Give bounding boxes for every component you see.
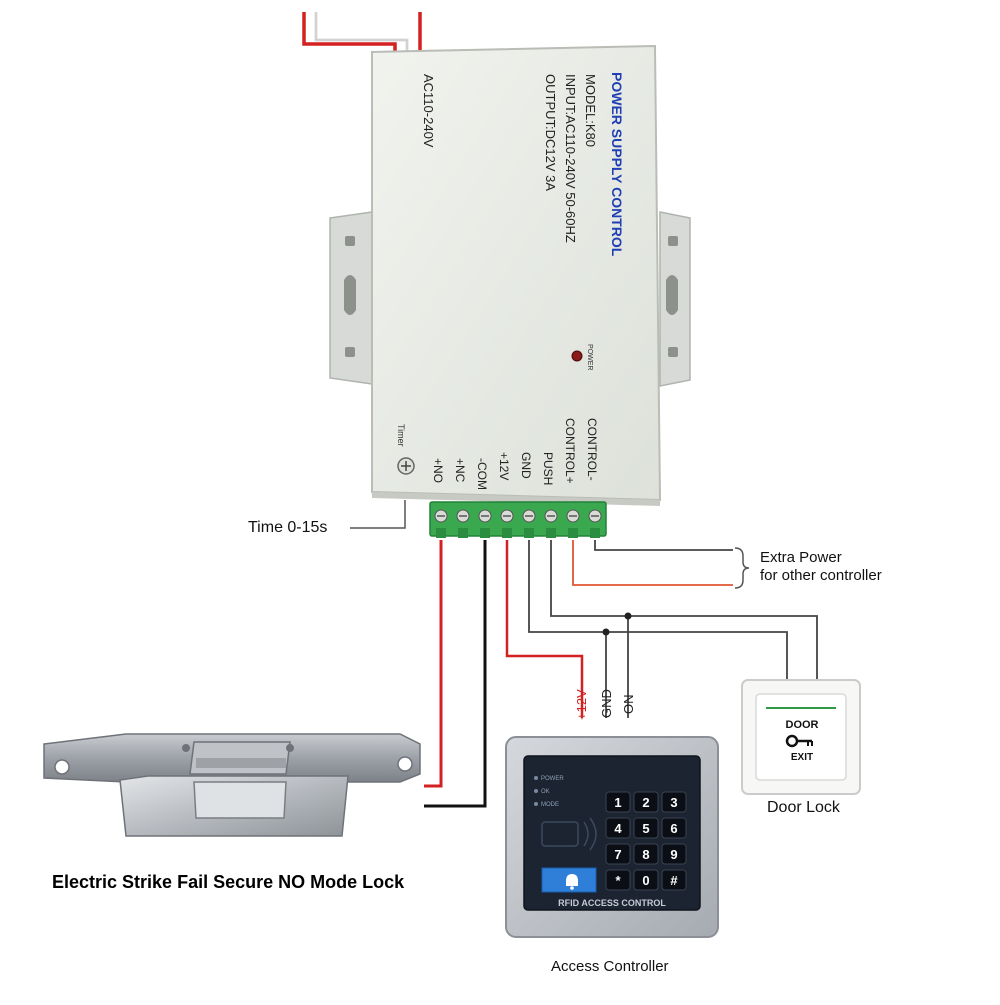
status-led-label-ok: OK: [541, 789, 550, 795]
status-leds: POWER OK MODE: [534, 776, 564, 808]
wire-control-plus: [572, 540, 733, 586]
strike-screw-hole-right: [397, 756, 413, 772]
bell-icon: [566, 874, 578, 890]
key-icon: [785, 734, 813, 748]
wire-push: [550, 540, 629, 718]
extra-power-label: Extra Power for other controller: [760, 549, 882, 585]
ac-input-wires: [302, 12, 422, 52]
wire-push-to-exit: [628, 615, 818, 680]
keypad-brand: RFID ACCESS CONTROL: [558, 898, 666, 908]
wire-gnd-to-exit: [606, 631, 788, 680]
status-led-label-power: POWER: [541, 776, 564, 782]
extra-power-line2: for other controller: [760, 567, 882, 584]
ps-input: INPUT:AC110-240V 50-60HZ: [563, 74, 578, 243]
terminal-label-no: +NO: [431, 458, 445, 483]
key-9: 9: [670, 847, 677, 862]
wire-label-gnd: GND: [599, 689, 614, 718]
ps-title: POWER SUPPLY CONTROL: [609, 72, 625, 257]
keypad-keys: 1 2 3 4 5 6 7 8 9 * 0 #: [605, 791, 687, 891]
power-supply-box: POWER SUPPLY CONTROL MODEL:K80 INPUT:AC1…: [371, 44, 662, 506]
access-controller: POWER OK MODE RFID ACCESS CONTROL: [505, 736, 719, 938]
power-led-label: POWER: [586, 344, 593, 370]
time-label: Time 0-15s: [248, 519, 328, 536]
key-5: 5: [642, 821, 649, 836]
wire-label-on: ON: [621, 695, 636, 715]
wire-label-12v: +12V: [574, 689, 589, 720]
timer-knob-icon: [397, 457, 415, 475]
wires: [424, 540, 818, 808]
terminal-label-gnd: GND: [519, 452, 533, 479]
power-led-icon: [571, 350, 583, 362]
ps-output: OUTPUT:DC12V 3A: [543, 74, 558, 191]
exit-button-top-text: DOOR: [786, 719, 819, 731]
wire-control-minus: [594, 540, 733, 551]
key-1: 1: [614, 795, 621, 810]
key-hash: #: [670, 873, 678, 888]
key-8: 8: [642, 847, 649, 862]
exit-button: DOOR EXIT: [741, 679, 861, 795]
extra-power-brace: [734, 547, 750, 589]
key-6: 6: [670, 821, 677, 836]
mounting-brackets: [329, 211, 691, 387]
status-led-label-mode: MODE: [541, 802, 559, 808]
extra-power-line1: Extra Power: [760, 549, 842, 566]
strike-screw-hole-left: [54, 759, 70, 775]
key-7: 7: [614, 847, 621, 862]
electric-strike-lock: [43, 733, 421, 837]
access-controller-label: Access Controller: [551, 958, 669, 975]
wire-gnd: [528, 540, 607, 718]
terminal-label-control-minus: CONTROL-: [585, 418, 599, 481]
timer-label: Timer: [396, 424, 406, 447]
key-4: 4: [614, 821, 622, 836]
terminal-block: [429, 501, 607, 538]
door-lock-label: Door Lock: [767, 799, 840, 816]
wire-com-black: [424, 540, 487, 808]
terminal-label-12v: +12V: [497, 452, 511, 480]
exit-button-bottom-text: EXIT: [791, 752, 813, 763]
terminal-labels: +NO +NC -COM +12V GND PUSH CONTROL+ CONT…: [431, 418, 599, 490]
time-pointer-line: [350, 500, 406, 529]
wire-no-red: [424, 540, 443, 788]
ps-ac-label: AC110-240V: [421, 74, 436, 148]
terminal-label-nc: +NC: [453, 458, 467, 483]
key-star: *: [615, 873, 621, 888]
strike-lock-label: Electric Strike Fail Secure NO Mode Lock: [52, 872, 405, 892]
key-0: 0: [642, 873, 649, 888]
terminal-label-com: -COM: [475, 458, 489, 490]
key-2: 2: [642, 795, 649, 810]
terminal-label-push: PUSH: [541, 452, 555, 485]
ps-model: MODEL:K80: [583, 74, 598, 147]
key-3: 3: [670, 795, 677, 810]
wire-12v-red: [505, 540, 584, 718]
terminal-label-control-plus: CONTROL+: [563, 418, 577, 484]
rfid-card-icon: [541, 817, 597, 851]
